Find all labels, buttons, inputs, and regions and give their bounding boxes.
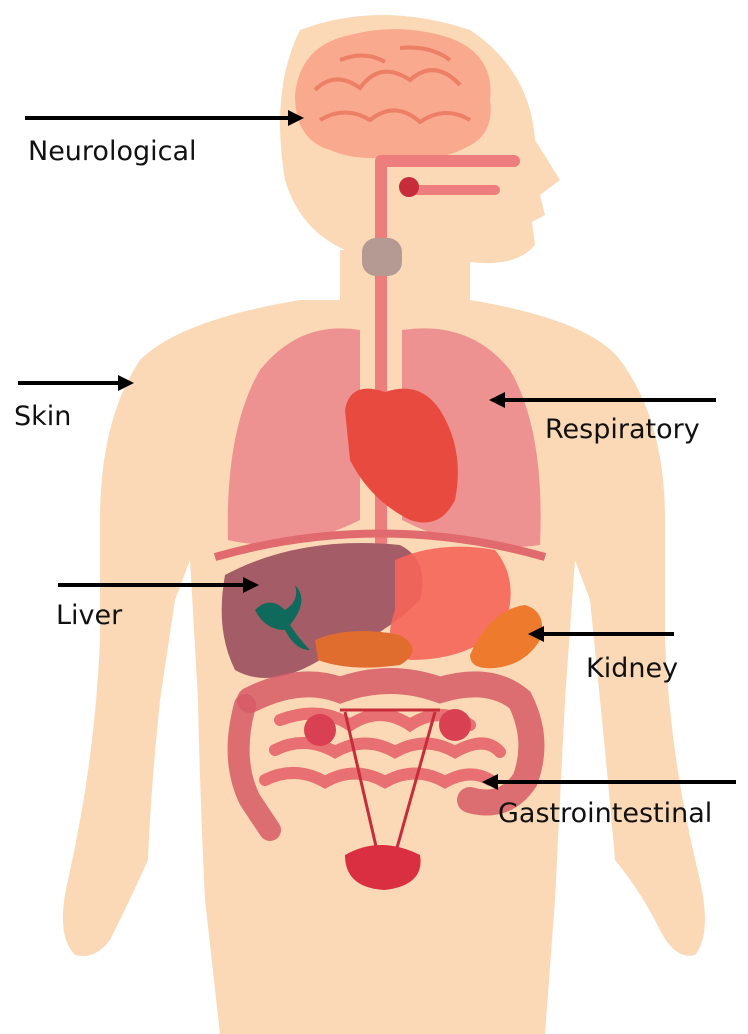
pancreas-organ [315, 631, 413, 668]
liver-label: Liver [56, 602, 122, 629]
brain-organ [295, 29, 491, 158]
gastrointestinal-label: Gastrointestinal [498, 800, 712, 827]
kidney-label: Kidney [586, 655, 678, 682]
respiratory-label: Respiratory [545, 416, 700, 443]
skin-label: Skin [14, 403, 71, 430]
neurological-label: Neurological [28, 138, 197, 165]
